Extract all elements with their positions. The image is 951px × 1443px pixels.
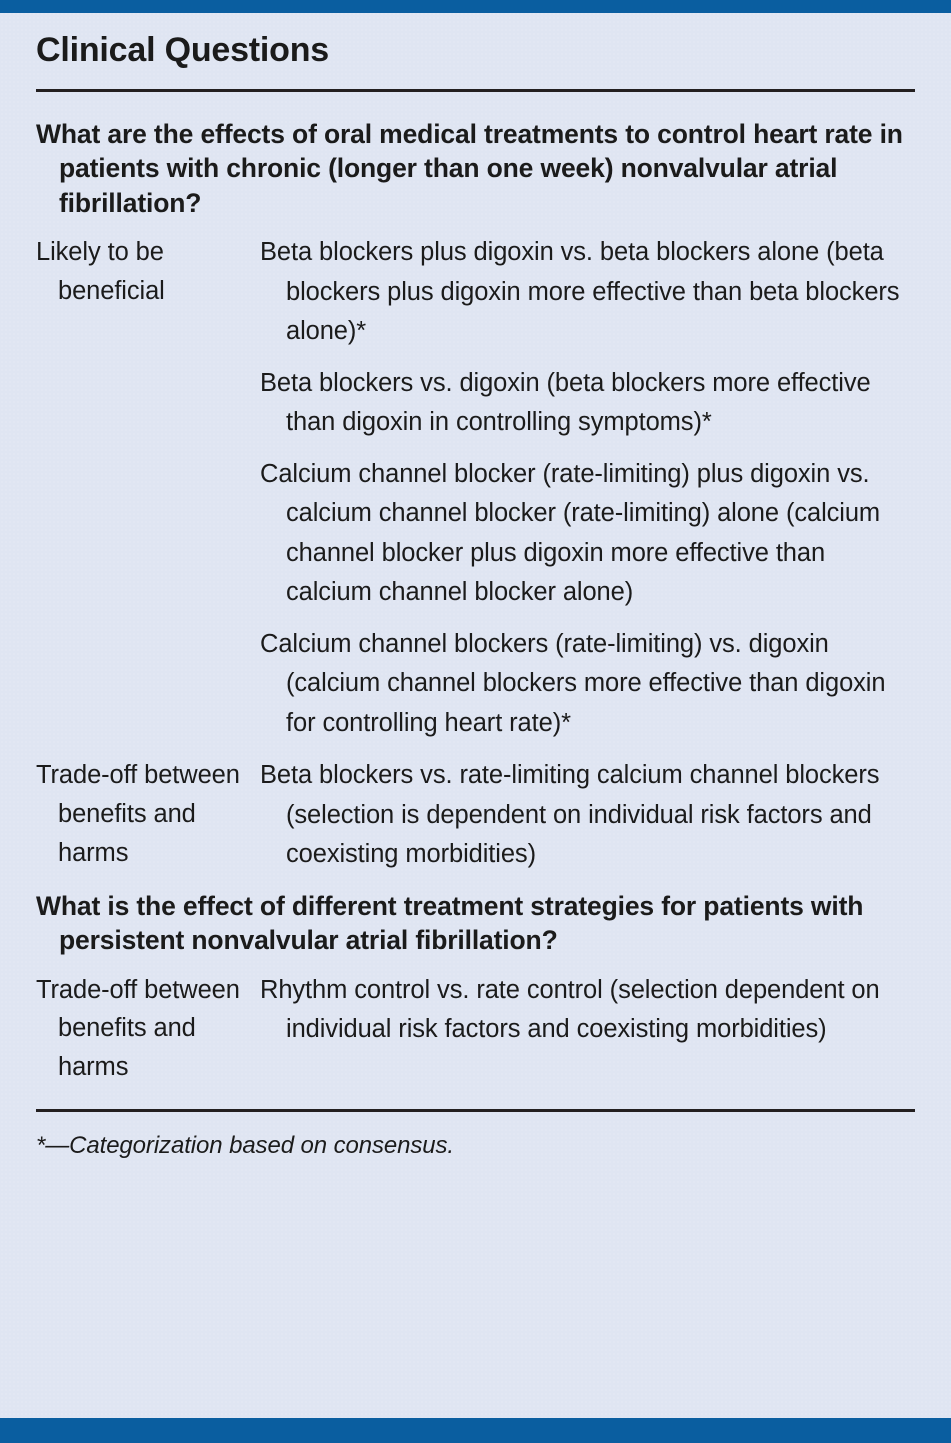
list-item: Calcium channel blockers (rate-limiting)…: [260, 629, 886, 737]
row-body: Beta blockers plus digoxin vs. beta bloc…: [260, 233, 915, 743]
list-item: Beta blockers vs. digoxin (beta blockers…: [260, 368, 871, 437]
table-row: Likely to be beneficial Beta blockers pl…: [36, 233, 915, 743]
section-question: What are the effects of oral medical tre…: [36, 118, 903, 218]
footnote: *—Categorization based on consensus.: [36, 1131, 454, 1159]
list-item: Beta blockers vs. rate-limiting calcium …: [260, 761, 880, 869]
section-question: What is the effect of different treatmen…: [36, 890, 864, 956]
bottom-accent-bar: [0, 1418, 951, 1443]
row-body: Rhythm control vs. rate control (selecti…: [260, 971, 915, 1050]
table-row: Trade-off between benefits and harms Rhy…: [36, 971, 915, 1087]
row-body: Beta blockers vs. rate-limiting calcium …: [260, 756, 915, 875]
list-item: Rhythm control vs. rate control (selecti…: [260, 975, 880, 1044]
list-item: Beta blockers plus digoxin vs. beta bloc…: [260, 238, 900, 346]
footnote-divider: [36, 1108, 915, 1112]
row-label: Trade-off between benefits and harms: [36, 761, 240, 867]
table-row: Trade-off between benefits and harms Bet…: [36, 756, 915, 875]
title-divider: [36, 88, 915, 92]
top-accent-bar: [0, 0, 951, 13]
row-label: Trade-off between benefits and harms: [36, 975, 240, 1082]
table-content: Clinical Questions What are the effects …: [36, 31, 915, 1159]
list-item: Calcium channel blocker (rate-limiting) …: [260, 459, 881, 607]
page-title: Clinical Questions: [36, 31, 330, 69]
row-label: Likely to be beneficial: [36, 238, 165, 305]
